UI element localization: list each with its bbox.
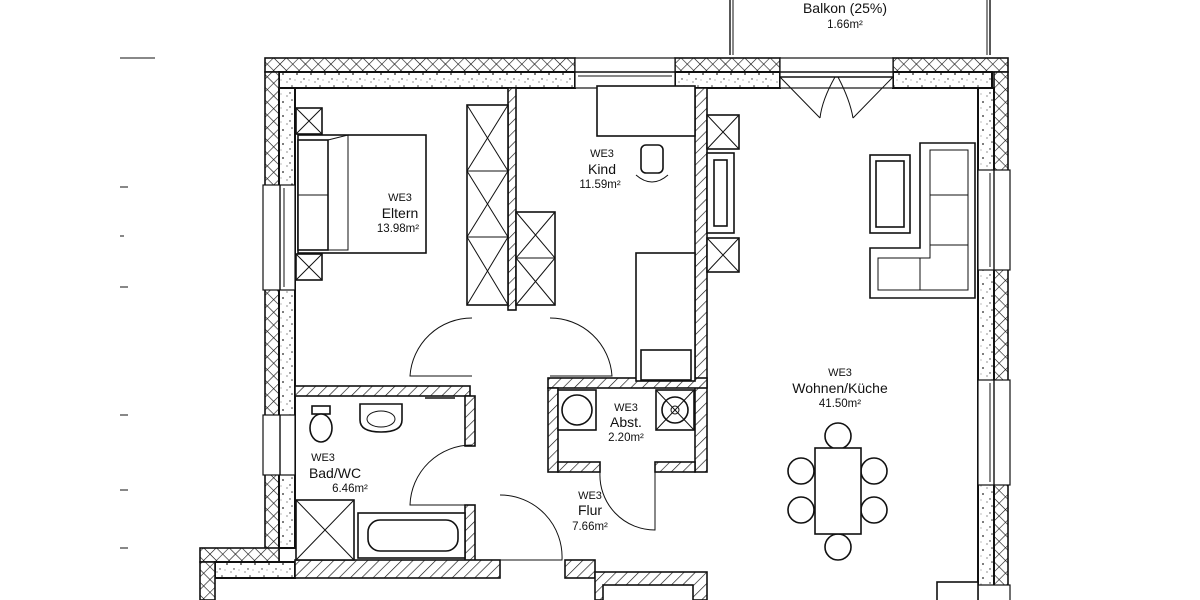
windows [262, 57, 1011, 600]
room-unit: WE3 [828, 367, 852, 379]
room-area: 6.46m² [332, 483, 368, 495]
room-name: Kind [588, 161, 616, 177]
room-flur: WE3 Flur 7.66m² [572, 490, 608, 533]
doors [409, 317, 656, 561]
room-name: Abst. [610, 414, 642, 430]
room-unit: WE3 [388, 192, 412, 204]
room-wohnen-kueche: WE3 Wohnen/Küche 41.50m² [792, 367, 888, 410]
room-kind: WE3 Kind 11.59m² [579, 148, 621, 191]
balcony: Balkon (25%) 1.66m² [729, 0, 991, 55]
room-abstellraum: WE3 Abst. 2.20m² [608, 402, 644, 444]
room-area: 41.50m² [819, 398, 861, 410]
furniture [295, 85, 979, 600]
room-name: Wohnen/Küche [792, 380, 888, 396]
interior-walls [294, 87, 708, 600]
room-area: 7.66m² [572, 521, 608, 533]
dimension-ticks [120, 57, 155, 549]
room-area: 2.20m² [608, 432, 644, 444]
room-name: Eltern [382, 205, 419, 221]
room-area: 11.59m² [579, 179, 621, 191]
room-unit: WE3 [614, 402, 638, 414]
room-area: 13.98m² [377, 223, 419, 235]
room-name: Flur [578, 502, 602, 518]
room-bad-wc: WE3 Bad/WC 6.46m² [309, 452, 368, 495]
balcony-area: 1.66m² [827, 19, 863, 31]
balcony-name: Balkon (25%) [803, 0, 887, 16]
balcony-door [779, 57, 894, 119]
room-unit: WE3 [578, 490, 602, 502]
room-name: Bad/WC [309, 465, 361, 481]
room-unit: WE3 [590, 148, 614, 160]
room-eltern: WE3 Eltern 13.98m² [377, 192, 419, 235]
room-unit: WE3 [311, 452, 335, 464]
